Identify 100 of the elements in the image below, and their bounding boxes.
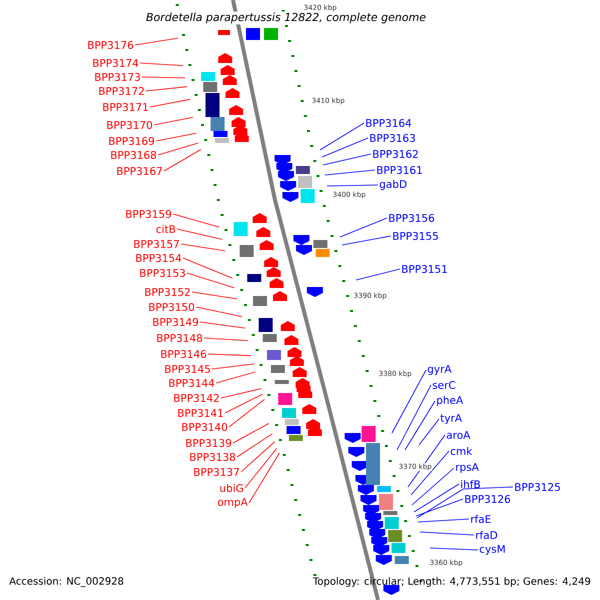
- gene-label: BPP3142: [174, 394, 219, 402]
- leader-line: [396, 384, 432, 450]
- leader-line: [404, 400, 436, 450]
- leader-line: [418, 418, 440, 446]
- gene-label: BPP3138: [190, 453, 236, 461]
- leader-line: [418, 518, 470, 522]
- leader-line: [154, 116, 194, 126]
- gene-label: BPP3144: [169, 379, 214, 387]
- leader-line: [320, 122, 364, 150]
- leader-line: [164, 149, 202, 172]
- gene-label: aroA: [446, 431, 470, 439]
- gene-label: BPP3141: [178, 409, 223, 417]
- gene-label: tyrA: [440, 414, 462, 424]
- leader-line: [204, 338, 248, 341]
- leader-line: [172, 214, 220, 228]
- leader-line: [176, 228, 223, 240]
- gene-label: gyrA: [428, 365, 452, 375]
- leader-line: [156, 132, 196, 142]
- gene-label: BPP3153: [140, 269, 185, 277]
- gene-label: BPP3174: [93, 59, 138, 67]
- gene-label: gabD: [380, 180, 406, 190]
- leader-line: [420, 532, 474, 536]
- leader-line: [146, 86, 188, 92]
- gene-label: BPP3171: [103, 103, 148, 111]
- leader-line: [158, 142, 199, 156]
- gene-label: BPP3176: [88, 41, 134, 49]
- gene-label: BPP3139: [186, 439, 232, 447]
- leader-line: [412, 468, 454, 506]
- leader-line: [192, 292, 238, 300]
- gene-label: BPP3145: [165, 365, 210, 373]
- gene-label: BPP3170: [107, 121, 152, 129]
- gene-label: BPP3167: [117, 167, 162, 175]
- gene-label: serC: [432, 381, 456, 389]
- leader-line: [236, 433, 273, 458]
- gene-label: rpsA: [456, 463, 479, 473]
- genome-info-text: Topology: circular; Length: 4,773,551 bp; Genes: 4,249: [312, 577, 590, 587]
- gene-label: citB: [156, 224, 176, 234]
- leader-line: [216, 372, 256, 384]
- leader-line: [200, 322, 246, 328]
- leader-line: [240, 441, 276, 472]
- leader-line: [196, 306, 242, 317]
- gene-label: BPP3151: [402, 265, 447, 273]
- leader-line: [356, 268, 400, 280]
- gene-label: BPP3152: [145, 288, 190, 296]
- accession-text: Accession: NC_002928: [9, 577, 124, 587]
- gene-label: cysM: [480, 545, 505, 555]
- leader-line: [416, 498, 464, 516]
- leader-line: [186, 272, 235, 288]
- leader-line: [326, 184, 378, 186]
- gene-label: ihfB: [461, 480, 480, 488]
- leader-line: [322, 138, 368, 158]
- leader-line: [232, 423, 270, 444]
- gene-label: BPP3173: [95, 73, 140, 81]
- gene-label: BPP3169: [109, 137, 154, 145]
- leader-line: [140, 62, 184, 66]
- title: Bordetella parapertussis 12822, complete genome: [144, 12, 428, 24]
- gene-label: BPP3146: [161, 350, 206, 358]
- leader-line: [134, 38, 178, 46]
- gene-label: pheA: [437, 396, 464, 406]
- gene-label: BPP3159: [126, 210, 172, 218]
- gene-label: BPP3163: [370, 134, 415, 142]
- gene-label: BPP3164: [366, 119, 412, 127]
- gene-label: BPP3126: [465, 495, 510, 503]
- leader-line: [182, 258, 233, 279]
- leader-line: [150, 98, 190, 108]
- gene-label: BPP3172: [99, 87, 144, 95]
- leader-line: [410, 450, 450, 496]
- leader-line: [340, 218, 388, 238]
- gene-label: BPP3140: [182, 423, 228, 431]
- leader-line: [142, 76, 186, 78]
- leader-line: [416, 486, 514, 518]
- leader-line: [180, 244, 226, 252]
- gene-label: BPP3155: [393, 232, 438, 240]
- leader-line: [220, 388, 262, 398]
- gene-label: BPP3156: [389, 214, 434, 222]
- gene-label: BPP3137: [194, 468, 239, 476]
- gene-label: BPP3168: [111, 151, 156, 159]
- leader-line: [414, 484, 460, 512]
- leader-line: [324, 170, 376, 176]
- gene-label: rfaD: [476, 530, 498, 540]
- leader-line: [244, 448, 277, 488]
- gene-label: BPP3150: [149, 303, 194, 311]
- leader-line: [212, 364, 254, 370]
- gene-label: BPP3125: [515, 483, 560, 491]
- gene-label: BPP3149: [153, 318, 198, 326]
- gene-label: ompA: [218, 498, 248, 508]
- gene-label: BPP3148: [157, 334, 202, 342]
- leader-line: [248, 452, 280, 504]
- gene-label: BPP3154: [136, 254, 182, 262]
- gene-label: BPP3161: [377, 166, 422, 174]
- gene-label: ubiG: [220, 484, 243, 492]
- gene-label: BPP3162: [373, 150, 418, 158]
- gene-label: cmk: [450, 446, 472, 456]
- gene-label: rfaE: [471, 514, 491, 524]
- leader-line: [224, 394, 264, 414]
- leader-line: [208, 354, 252, 356]
- gene-label: BPP3157: [134, 240, 179, 248]
- leader-line: [322, 154, 372, 166]
- leader-line: [392, 370, 426, 434]
- leader-line: [228, 398, 265, 428]
